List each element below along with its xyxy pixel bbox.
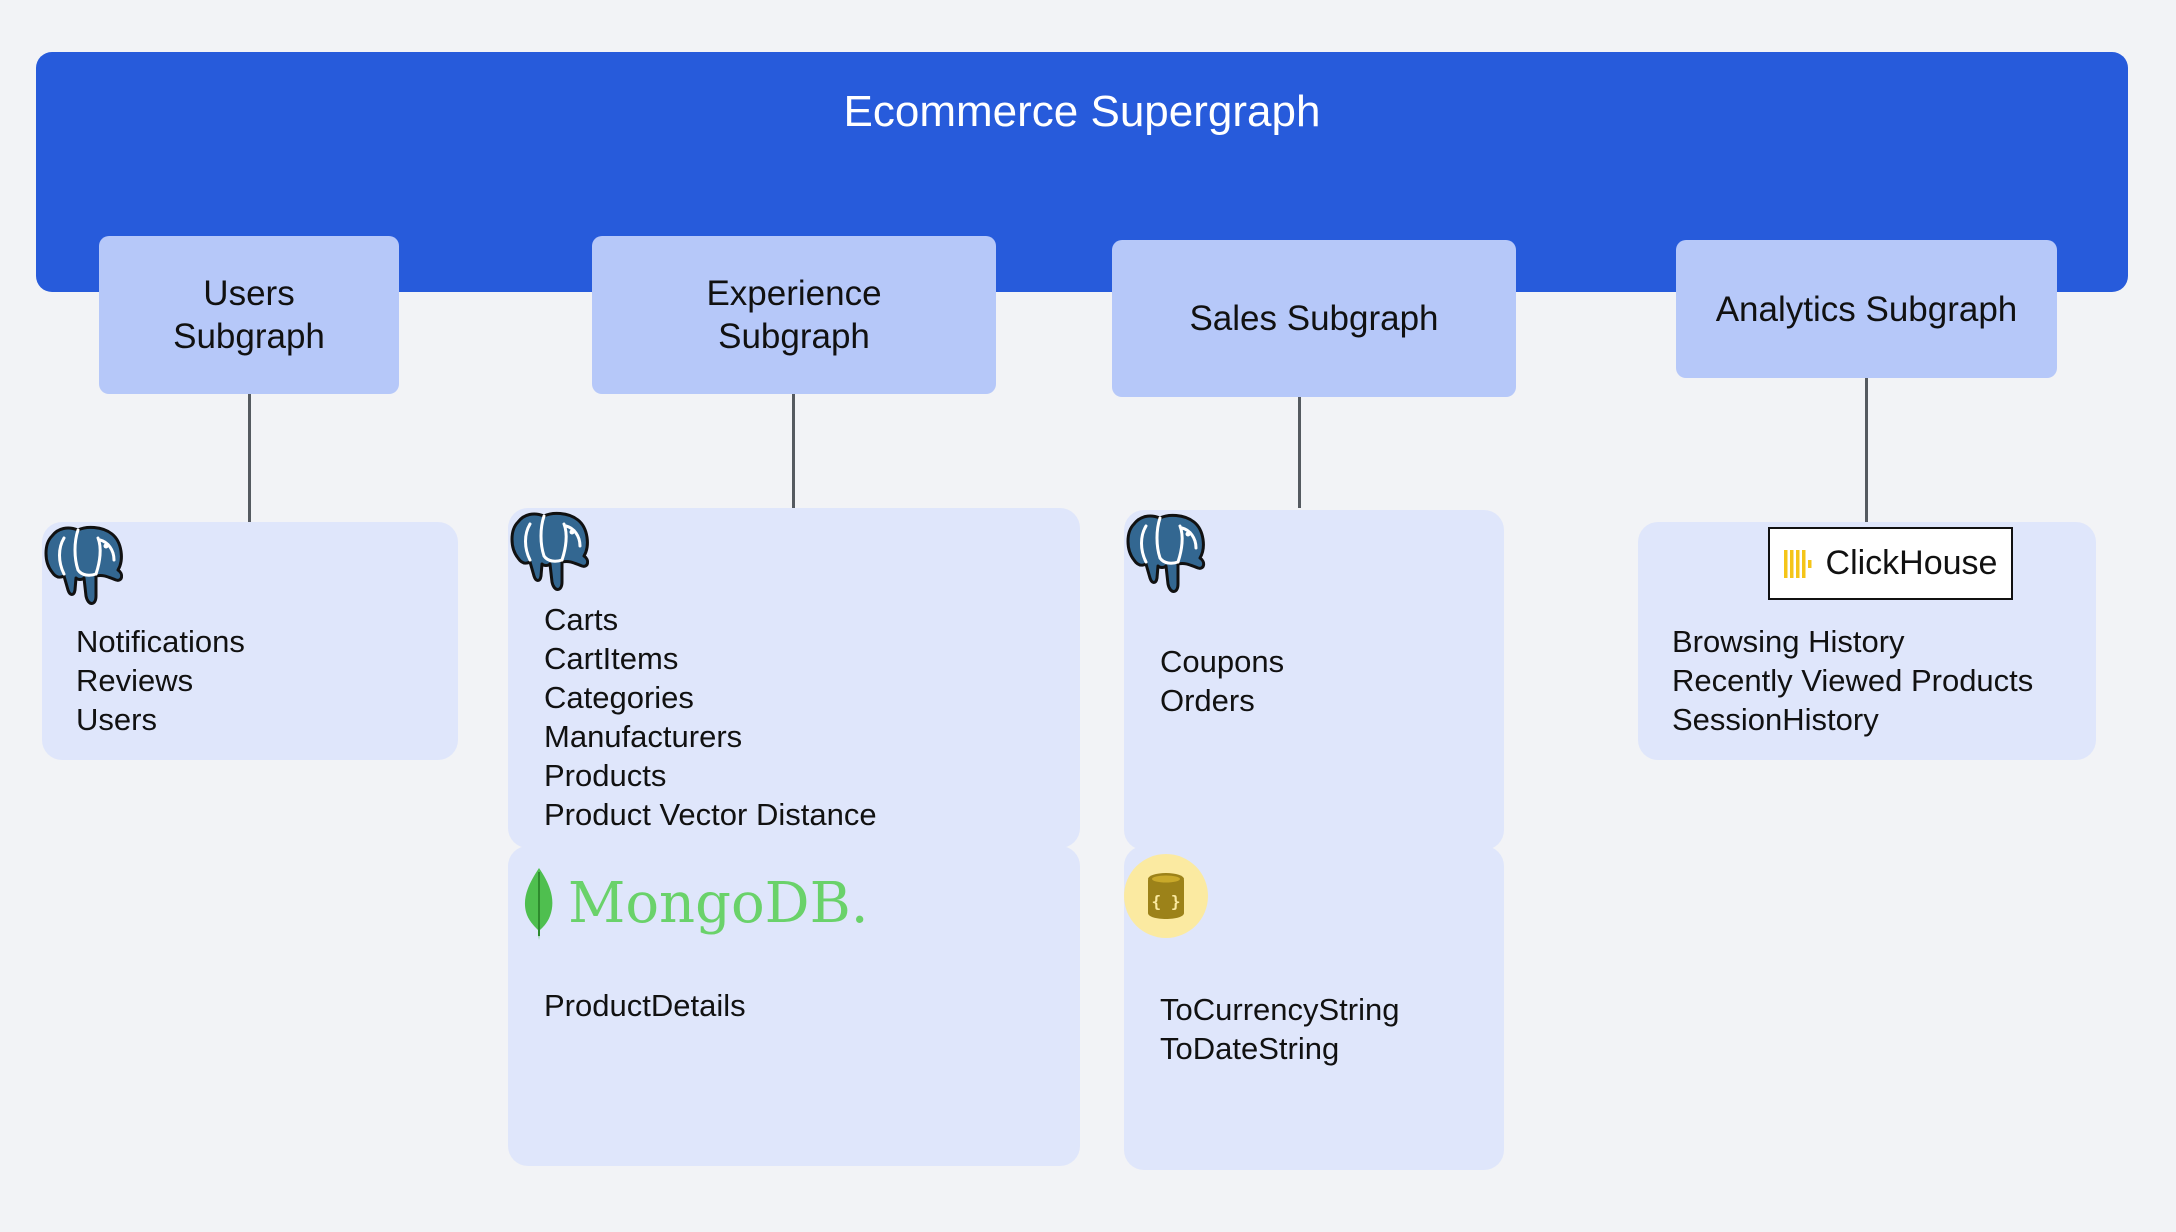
list-item: Manufacturers [544, 719, 743, 754]
list-item: Coupons [1160, 644, 1285, 679]
experience-postgres-items: Carts CartItems Categories Manufacturers… [544, 600, 877, 834]
list-item: Carts [544, 602, 619, 637]
json-database-icon: { } [1124, 854, 1208, 938]
list-item: Reviews [76, 663, 194, 698]
mongodb-logo: MongoDB. [520, 866, 869, 942]
analytics-clickhouse-items: Browsing History Recently Viewed Product… [1672, 622, 2033, 739]
analytics-connector [1865, 378, 1868, 522]
mongodb-wordmark: MongoDB. [568, 871, 869, 936]
list-item: ToDateString [1160, 1031, 1340, 1066]
users-subgraph-label-line1: Users [203, 274, 295, 313]
experience-subgraph-label-line2: Subgraph [718, 317, 870, 356]
users-postgres-items: Notifications Reviews Users [76, 622, 245, 739]
experience-subgraph-label-line1: Experience [706, 274, 882, 313]
list-item: Recently Viewed Products [1672, 663, 2034, 698]
list-item: Notifications [76, 624, 245, 659]
users-subgraph[interactable]: Users Subgraph [99, 236, 399, 394]
analytics-subgraph[interactable]: Analytics Subgraph [1676, 240, 2057, 378]
list-item: CartItems [544, 641, 679, 676]
list-item: Products [544, 758, 667, 793]
mongodb-leaf-icon [524, 868, 553, 940]
postgresql-elephant-icon [504, 504, 592, 596]
svg-text:{ }: { } [1152, 892, 1181, 911]
experience-mongodb-store [508, 846, 1080, 1166]
experience-postgres-store [508, 508, 1080, 848]
sales-connector [1298, 397, 1301, 508]
analytics-subgraph-label: Analytics Subgraph [1715, 289, 2018, 329]
postgresql-elephant-icon [1120, 506, 1208, 598]
list-item: Product Vector Distance [544, 797, 877, 832]
list-item: ProductDetails [544, 988, 746, 1023]
supergraph-title: Ecommerce Supergraph [843, 87, 1321, 136]
clickhouse-bars-icon [1783, 549, 1812, 578]
clickhouse-wordmark: ClickHouse [1825, 544, 1998, 582]
list-item: Users [76, 702, 157, 737]
list-item: SessionHistory [1672, 702, 1879, 737]
postgresql-elephant-icon [38, 518, 126, 610]
experience-mongodb-items: ProductDetails [544, 986, 746, 1025]
sales-postgres-items: Coupons Orders [1160, 642, 1284, 720]
list-item: Browsing History [1672, 624, 1905, 659]
list-item: Orders [1160, 683, 1255, 718]
experience-subgraph[interactable]: Experience Subgraph [592, 236, 996, 394]
list-item: ToCurrencyString [1160, 992, 1400, 1027]
clickhouse-logo: ClickHouse [1768, 527, 2013, 600]
sales-subgraph[interactable]: Sales Subgraph [1112, 240, 1516, 397]
sales-subgraph-label: Sales Subgraph [1189, 299, 1439, 338]
users-subgraph-label-line2: Subgraph [173, 317, 325, 356]
experience-connector [792, 394, 795, 508]
users-connector [248, 394, 251, 522]
sales-functions-items: ToCurrencyString ToDateString [1160, 990, 1399, 1068]
sales-postgres-store [1124, 510, 1504, 850]
list-item: Categories [544, 680, 694, 715]
